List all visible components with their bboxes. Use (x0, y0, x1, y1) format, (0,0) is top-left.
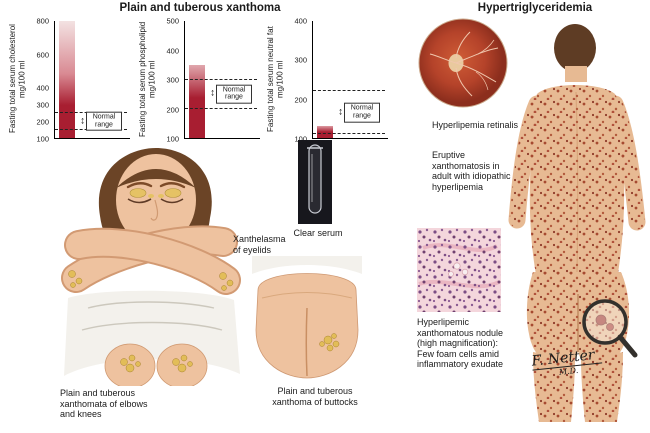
knee-xanthomata-right (172, 354, 193, 373)
plot-area: ↕ Normal range (312, 21, 388, 139)
caption-xanthelasma: Xanthelasma of eyelids (233, 234, 286, 255)
histology-micrograph (417, 228, 501, 312)
caption-buttocks: Plain and tuberous xanthoma of buttocks (272, 386, 358, 407)
chart-cholesterol: Fasting total serum cholesterol mg/100 m… (8, 13, 132, 144)
xanthomatous-nodule-1 (595, 314, 607, 326)
y-tick-label: 400 (36, 83, 49, 93)
hair-fringe (116, 169, 196, 188)
man-back-illustration (503, 22, 650, 422)
closed-eye-left (127, 198, 152, 204)
retina-fundus-image (418, 18, 508, 108)
value-bar (59, 21, 75, 138)
value-bar (189, 64, 205, 138)
retinal-vessels (429, 31, 499, 97)
caption-xanthomatous-nodule: Hyperlipemic xanthomatous nodule (high m… (417, 317, 504, 370)
y-tick-label: 300 (36, 100, 49, 110)
right-section-title: Hypertriglyceridemia (477, 2, 593, 14)
normal-range-callout: ↕ Normal range (80, 111, 122, 131)
xanthomatous-nodule-2 (606, 323, 614, 331)
y-tick-label: 100 (36, 134, 49, 144)
chart-neutral-fat: Fasting total serum neutral fat mg/100 m… (266, 13, 390, 144)
caption-hyperlipemia-retinalis: Hyperlipemia retinalis (432, 120, 519, 130)
y-tick-label: 300 (166, 75, 179, 85)
range-arrow-icon: ↕ (80, 115, 85, 127)
value-bar (317, 126, 333, 138)
buttock-xanthomata (319, 333, 340, 352)
foam-cells (448, 262, 469, 277)
normal-range-label: Normal range (216, 84, 252, 104)
plot-area: ↕ Normal range (184, 21, 260, 139)
nose (150, 199, 159, 221)
y-axis-label: Fasting total serum cholesterol mg/100 m… (8, 24, 27, 134)
caption-clear-serum: Clear serum (293, 228, 343, 238)
head-hair (554, 24, 596, 72)
y-tick-label: 400 (166, 46, 179, 55)
normal-range-upper-line (185, 78, 257, 80)
y-tick-label: 200 (36, 117, 49, 127)
normal-range-callout: ↕ Normal range (210, 84, 252, 104)
y-tick-label: 100 (294, 134, 307, 144)
normal-range-lower-line (313, 133, 385, 135)
buttocks-illustration (252, 256, 362, 382)
crossed-arm-2 (66, 229, 239, 293)
inflammatory-cells (417, 228, 501, 312)
y-axis-label: Fasting total serum phospholipid mg/100 … (138, 21, 157, 137)
closed-eye-right (160, 198, 184, 204)
y-tick-label: 800 (36, 16, 49, 26)
cloth-band (252, 256, 362, 274)
chart-phospholipid: Fasting total serum phospholipid mg/100 … (138, 13, 262, 144)
plot-area: ↕ Normal range (54, 21, 130, 139)
y-tick-label: 100 (166, 134, 179, 144)
y-tick-label: 200 (166, 105, 179, 114)
test-tube (308, 144, 322, 214)
eruptive-xanthomas (509, 85, 645, 422)
caption-eruptive-xanthomatosis: Eruptive xanthomatosis in adult with idi… (432, 150, 511, 192)
y-axis-label: Fasting total serum neutral fat mg/100 m… (266, 26, 285, 132)
y-tick-label: 400 (294, 16, 307, 26)
y-tick-label: 300 (294, 55, 307, 65)
elbow-xanthomata-left (68, 270, 83, 288)
y-tick-label: 600 (36, 50, 49, 60)
normal-range-callout: ↕ Normal range (338, 102, 380, 123)
normal-range-upper-line (313, 90, 385, 92)
y-tick-label: 200 (294, 95, 307, 105)
knee-xanthomata-left (120, 354, 141, 373)
normal-range-label: Normal range (86, 111, 122, 131)
neck (565, 66, 587, 82)
y-ticks: 400 300 200 100 (292, 17, 310, 144)
magnifier-icon (582, 299, 638, 358)
y-ticks: 500 400 300 200 100 (164, 17, 182, 144)
range-arrow-icon: ↕ (210, 88, 215, 100)
y-tick-label: 500 (166, 16, 179, 26)
serum-tube-photo (298, 140, 332, 224)
elbow-xanthomata-right (219, 272, 234, 291)
xanthelasma-right-eyelid (164, 188, 182, 198)
left-section-title: Plain and tuberous xanthoma (119, 2, 281, 14)
normal-range-lower-line (185, 107, 257, 109)
y-ticks: 800 600 400 300 200 100 (34, 17, 52, 144)
woman-illustration (58, 138, 243, 386)
xanthelasma-left-eyelid (129, 188, 147, 198)
range-arrow-icon: ↕ (338, 106, 343, 118)
normal-range-label: Normal range (344, 102, 380, 123)
caption-elbows-knees: Plain and tuberous xanthomata of elbows … (60, 388, 148, 420)
